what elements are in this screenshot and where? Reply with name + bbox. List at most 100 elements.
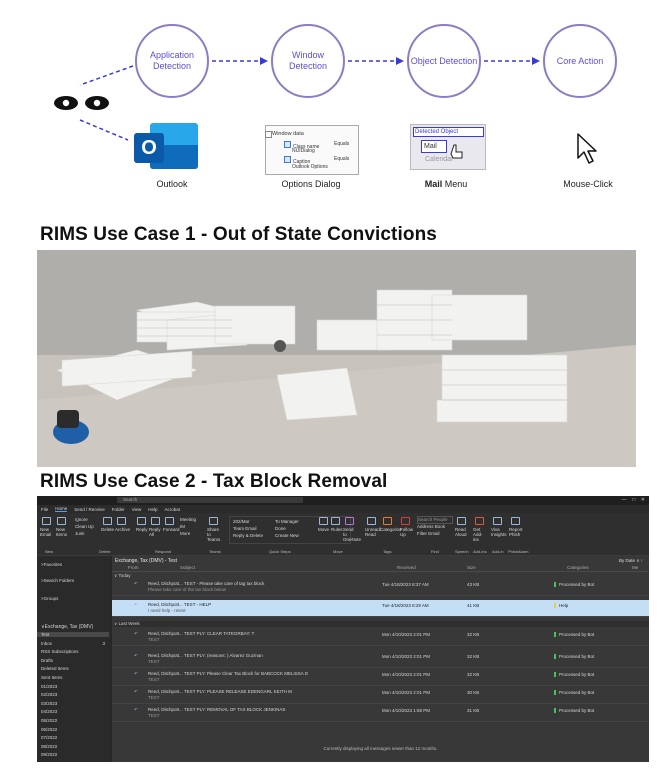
message-list: Exchange, Tax (DMV) - Test By Date ∨ ↑ F… [112,556,649,762]
message-row[interactable]: ↶Reed, Ditchpott... TEST PLY: (reasons: … [112,651,649,668]
folder-item[interactable]: 04/2023 [41,709,58,715]
archive-button[interactable]: Archive [115,527,131,532]
viva-insights-button[interactable]: Viva Insights [491,527,507,537]
folder-item[interactable]: 02/2023 [41,692,58,698]
col-from[interactable]: From [128,565,139,570]
menu-home[interactable]: Home [55,506,68,512]
menu-send-receive[interactable]: Send / Receive [74,506,105,512]
close-button[interactable]: ✕ [640,497,645,503]
folder-item[interactable]: Deleted Items [41,666,69,672]
use-case-2-title: RIMS Use Case 2 - Tax Block Removal [40,471,388,492]
message-row[interactable]: ↶Reed, Ditchpott... TEST PLY: PLEASE REL… [112,687,649,704]
col-size[interactable]: Size [467,565,476,570]
message-row[interactable]: ↶Reed, Ditchpott... TEST - Please take c… [112,579,649,596]
minimize-button[interactable]: — [621,497,627,503]
address-book-button[interactable]: Address Book [417,524,446,529]
forward-button[interactable]: Forward [163,527,180,532]
message-size: 32 KB [467,632,480,637]
junk-button[interactable]: Junk [75,531,85,536]
ignore-button[interactable]: Ignore [75,517,88,522]
more-button[interactable]: More [180,531,191,536]
message-row[interactable]: ↶Reed, Ditchpott... TEST PLY: Please Cle… [112,669,649,686]
options-dialog-thumbnail: Window data Class name Equals NUIDialog … [265,125,359,175]
caption-options-dialog: Options Dialog [281,179,341,189]
message-received: Tue 4/18/2023 8:29 AM [382,603,429,608]
im-button[interactable]: IM [180,524,185,529]
group-addins: Add-ins [473,549,487,554]
message-preview: TEST [148,677,160,682]
move-icon [319,517,328,525]
menu-help[interactable]: Help [148,506,158,512]
menu-folder[interactable]: Folder [111,506,125,512]
replied-icon: ↶ [134,689,138,694]
column-headers: From Subject Received Size Categories Me [112,565,649,572]
clean-up-button[interactable]: Clean Up [75,524,94,529]
new-email-button[interactable]: New Email [40,527,52,537]
message-subject: Reed, Ditchpott... TEST - Please take ca… [148,581,265,586]
meeting-button[interactable]: Meeting [180,517,197,522]
option-row-classname: Class name [284,141,319,150]
message-row[interactable]: ↶Reed, Ditchpott... TEST PLY: CLEAR TATE… [112,629,649,646]
group-speech: Speech [455,549,469,554]
groups-node[interactable]: >Groups [41,596,59,601]
categorize-icon [383,517,392,525]
read-aloud-button[interactable]: Read Aloud [455,527,467,537]
folder-item[interactable]: 05/2022 [41,718,58,723]
sort-dropdown[interactable]: By Date ∨ ↑ [618,558,643,563]
categorize-button[interactable]: Categorize [380,527,402,532]
message-row[interactable]: ↶Reed, Ditchpott... TEST PLY: REMOVAL OF… [112,705,649,722]
col-mentions[interactable]: Me [632,565,639,570]
list-footer: Currently displaying all messages newer … [323,746,438,751]
menu-view[interactable]: View [131,506,142,512]
message-category: Processed by Bot [559,582,595,587]
get-addins-button[interactable]: Get Add-ins [473,527,483,542]
rules-button[interactable]: Rules [331,527,343,532]
col-subject[interactable]: Subject [180,565,196,570]
folder-item[interactable]: 03/2023 [41,700,58,706]
message-preview: TEST [148,713,160,718]
follow-up-button[interactable]: Follow Up [400,527,414,537]
group-last-week[interactable]: ∨ Last Week [114,621,649,627]
new-items-button[interactable]: New Items [56,527,68,537]
archive-icon [117,517,126,525]
account-node[interactable]: ∨Exchange, Tax (DMV) [41,624,94,630]
report-phish-button[interactable]: Report Phish [509,527,523,537]
search-input[interactable]: Search [117,497,303,503]
caption-outlook: Outlook [156,179,188,189]
col-received[interactable]: Received [397,565,416,570]
eye-link-up [79,65,134,86]
window-controls[interactable]: — □ ✕ [622,497,645,503]
folder-item[interactable]: 01/2023 [41,683,58,689]
folder-item[interactable]: 09/2022 [41,752,58,758]
search-folders-node[interactable]: >Search Folders [41,578,75,583]
move-button[interactable]: Move [318,527,330,532]
folder-item[interactable]: Sent Items [41,675,63,680]
paper-stacks-illustration [37,250,636,467]
group-today[interactable]: ∨ Today [114,573,131,578]
folder-item[interactable]: Drafts [41,657,54,663]
message-subject: Reed, Ditchpott... TEST - HELP [148,602,212,607]
folder-item[interactable]: 08/2022 [41,743,58,749]
share-teams-button[interactable]: Share to Teams [207,527,221,542]
message-size: 32 KB [467,654,480,659]
menu-acrobat[interactable]: Acrobat [164,506,181,512]
favorites-node[interactable]: >Favorites [41,562,63,567]
folder-item[interactable]: RSS Subscriptions [41,649,79,655]
caption-mouse-click: Mouse-Click [563,179,613,189]
delete-button[interactable]: Delete [101,527,115,532]
folder-item[interactable]: Test [37,632,109,637]
reply-all-button[interactable]: Reply All [149,527,161,537]
send-onenote-button[interactable]: Send to OneNote [343,527,362,542]
folder-item[interactable]: 06/2022 [41,726,58,732]
search-people-input[interactable]: Search People [417,516,453,524]
maximize-button[interactable]: □ [632,497,636,503]
folder-item[interactable]: 07/2022 [41,735,58,741]
menu-file[interactable]: File [41,506,49,512]
message-preview: I need help - retest [148,608,186,613]
reply-button[interactable]: Reply [136,527,148,532]
col-categories[interactable]: Categories [567,565,589,570]
unread-read-button[interactable]: Unread/ Read [365,527,382,537]
filter-email-button[interactable]: Filter Email [417,531,440,536]
